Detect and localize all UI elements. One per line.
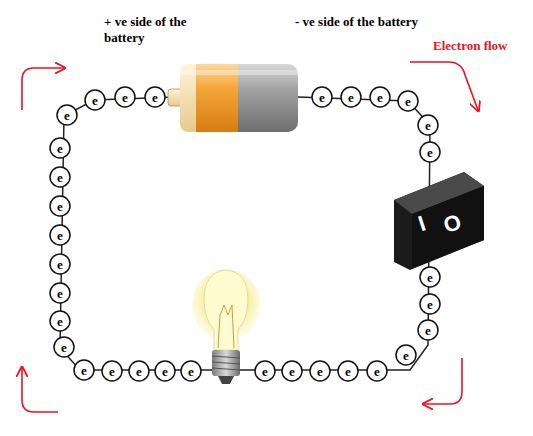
- electron-circle: e: [154, 360, 176, 382]
- electron-letter: e: [425, 119, 431, 132]
- flow-label: Electron flow: [433, 38, 508, 54]
- electron-circle: e: [366, 360, 388, 382]
- electron-circle: e: [49, 253, 71, 275]
- electron-circle: e: [56, 104, 78, 126]
- electron-letter: e: [427, 146, 433, 159]
- flow-arrow: [22, 62, 478, 412]
- electron-circle: e: [395, 344, 417, 366]
- electron-letter: e: [152, 91, 158, 104]
- rocker-switch: [394, 172, 484, 270]
- electron-circle: e: [419, 293, 441, 315]
- electron-letter: e: [92, 94, 98, 107]
- switch-face: IO: [400, 207, 480, 242]
- electron-letter: e: [403, 349, 409, 362]
- electron-circle: e: [369, 86, 391, 108]
- electron-letter: e: [57, 229, 63, 242]
- electron-letter: e: [57, 315, 63, 328]
- electron-letter: e: [57, 142, 63, 155]
- electron-circle: e: [419, 141, 441, 163]
- electron-letter: e: [317, 365, 323, 378]
- electron-circle: e: [417, 114, 439, 136]
- electron-letter: e: [345, 365, 351, 378]
- electron-letter: e: [405, 95, 411, 108]
- electron-letter: e: [427, 271, 433, 284]
- electron-circle: e: [337, 360, 359, 382]
- switch-symbol: I: [416, 213, 429, 236]
- electron-circle: e: [417, 319, 439, 341]
- electron-letter: e: [136, 365, 142, 378]
- electron-circle: e: [281, 360, 303, 382]
- electron-circle: e: [84, 89, 106, 111]
- electron-circle: e: [180, 360, 202, 382]
- electron-circle: e: [49, 282, 71, 304]
- switch-symbol: O: [441, 211, 464, 237]
- electron-circle: e: [73, 359, 95, 381]
- electron-letter: e: [64, 109, 70, 122]
- electron-letter: e: [57, 171, 63, 184]
- electron-letter: e: [374, 365, 380, 378]
- electron-letter: e: [81, 364, 87, 377]
- electron-letter: e: [122, 91, 128, 104]
- electron-circle: e: [254, 360, 276, 382]
- electron-letter: e: [377, 91, 383, 104]
- electron-letter: e: [57, 200, 63, 213]
- electron-circle: e: [309, 360, 331, 382]
- electron-letter: e: [57, 258, 63, 271]
- light-bulb: [192, 269, 260, 384]
- electron-circle: e: [49, 310, 71, 332]
- electron-circle: e: [49, 224, 71, 246]
- electron-circle: e: [101, 360, 123, 382]
- electron-circle: e: [49, 166, 71, 188]
- electron-letter: e: [289, 365, 295, 378]
- electron-letter: e: [162, 365, 168, 378]
- electron-circle: e: [340, 86, 362, 108]
- electron-letter: e: [425, 324, 431, 337]
- electron-circle: e: [144, 86, 166, 108]
- electron-circle: e: [419, 266, 441, 288]
- electron-letter: e: [57, 287, 63, 300]
- electron-circle: e: [397, 90, 419, 112]
- electron-circle: e: [49, 195, 71, 217]
- terminal-label: + ve side of the battery: [104, 14, 229, 47]
- electron-letter: e: [61, 341, 67, 354]
- battery: [168, 64, 298, 132]
- wire: [60, 97, 430, 370]
- electron-letter: e: [188, 365, 194, 378]
- electron-letter: e: [262, 365, 268, 378]
- electron-letter: e: [109, 365, 115, 378]
- electron-circle: e: [53, 336, 75, 358]
- terminal-label: - ve side of the battery: [295, 14, 420, 30]
- electron-circle: e: [114, 86, 136, 108]
- electron-letter: e: [427, 298, 433, 311]
- electron-letter: e: [319, 91, 325, 104]
- electron-circle: e: [128, 360, 150, 382]
- electron-circle: e: [49, 137, 71, 159]
- electron-letter: e: [348, 91, 354, 104]
- electron-circle: e: [311, 86, 333, 108]
